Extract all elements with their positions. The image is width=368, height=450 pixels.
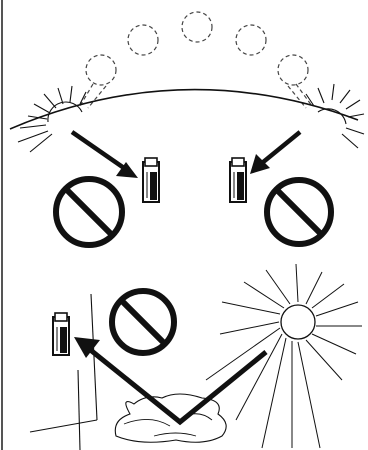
prohibited-icon: [264, 177, 334, 247]
sun-arc-icon: [79, 11, 313, 109]
reflected-light-arrow-icon: [74, 337, 268, 426]
right-sun-icon: [305, 83, 365, 149]
right-light-arrow-icon: [250, 130, 302, 174]
sensor-icon: [229, 157, 247, 203]
wall-lines: [29, 293, 98, 450]
sun-path-panel: [9, 11, 365, 248]
horizon-arc: [9, 88, 359, 130]
sensor-icon: [142, 157, 160, 203]
sun-icon: [205, 263, 362, 449]
prohibited-icon: [109, 288, 177, 356]
reflective-surface-icon: [114, 393, 227, 443]
puddle-ripples: [123, 413, 213, 437]
reflected-light-panel: [29, 263, 362, 450]
left-light-arrow-icon: [70, 130, 138, 178]
left-sun-icon: [17, 85, 87, 153]
sensor-icon: [52, 312, 70, 356]
prohibited-icon: [53, 176, 125, 248]
